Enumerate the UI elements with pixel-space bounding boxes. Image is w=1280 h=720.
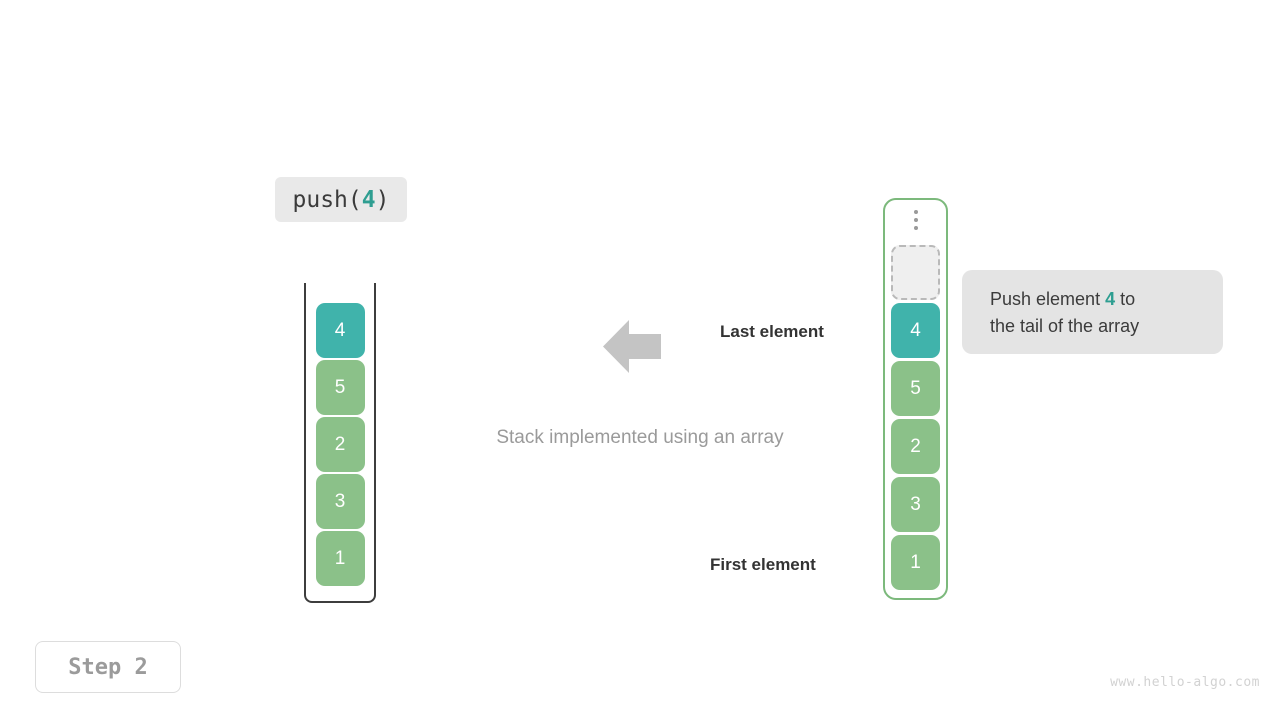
first-element-label: First element — [710, 555, 816, 574]
step-badge: Step 2 — [35, 641, 181, 693]
stack-cell: 2 — [315, 417, 365, 472]
vertical-ellipsis-icon — [883, 210, 948, 230]
tooltip-line1-after: to — [1115, 289, 1136, 309]
stack-cell: 4 — [315, 303, 365, 358]
tooltip-line1-before: Push element — [990, 289, 1106, 309]
array-empty-slot — [891, 245, 940, 300]
operation-prefix: push( — [292, 186, 362, 213]
array-cell: 3 — [891, 477, 940, 532]
tooltip-highlight-value: 4 — [1105, 289, 1116, 309]
operation-label: push(4) — [275, 177, 407, 222]
array-cell: 2 — [891, 419, 940, 474]
array-cell: 1 — [891, 535, 940, 590]
array-visualization: 4 5 2 3 1 — [883, 198, 948, 600]
stack-cell: 3 — [315, 474, 365, 529]
stack-container-outline — [304, 283, 376, 603]
tooltip-line2: the tail of the array — [990, 316, 1140, 336]
operation-argument: 4 — [361, 186, 376, 213]
stack-visualization: 4 5 2 3 1 — [304, 283, 376, 603]
stack-cell-list: 4 5 2 3 1 — [304, 303, 376, 586]
array-container-outline — [883, 198, 948, 600]
last-element-label: Last element — [720, 322, 824, 341]
explanation-tooltip: Push element 4 to the tail of the array — [962, 270, 1223, 354]
stack-cell: 1 — [315, 531, 365, 586]
watermark: www.hello-algo.com — [1110, 675, 1260, 690]
array-cell: 4 — [891, 303, 940, 358]
array-cell-list: 4 5 2 3 1 — [883, 245, 948, 590]
stack-cell: 5 — [315, 360, 365, 415]
diagram-caption: Stack implemented using an array — [496, 427, 784, 448]
arrow-left-icon — [603, 320, 661, 373]
array-cell: 5 — [891, 361, 940, 416]
operation-suffix: ) — [375, 186, 390, 213]
